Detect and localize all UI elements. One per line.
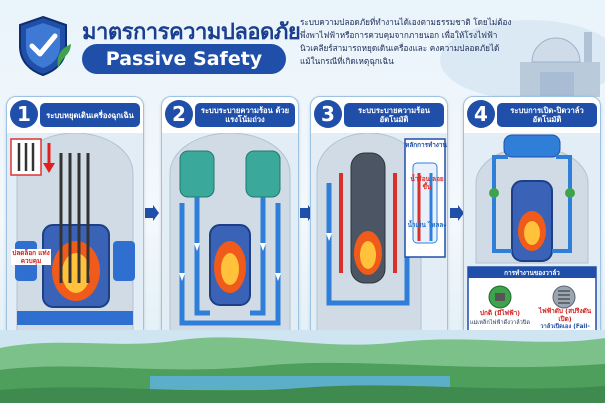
next-step-arrow-icon [450, 205, 464, 221]
panel-gravity-cooling: 2 ระบบระบายความร้อน ด้วยแรงโน้มถ่วง [161, 96, 299, 338]
panel-header: 2 ระบบระบายความร้อน ด้วยแรงโน้มถ่วง [162, 97, 298, 133]
step-label: ระบบหยุดเดินเครื่องฉุกเฉิน [40, 103, 140, 127]
step-label: ระบบระบายความร้อน ด้วยแรงโน้มถ่วง [195, 103, 295, 127]
valve-box-title: การทำงานของวาล์ว [504, 269, 560, 277]
inset-cold-water-label: น้ำเย็น ไหลลง [407, 221, 447, 229]
panel-header: 3 ระบบระบายความร้อน อัตโนมัติ [311, 97, 447, 133]
panel-emergency-shutdown: 1 ระบบหยุดเดินเครื่องฉุกเฉิน ปลดล็อก แท่… [6, 96, 144, 338]
inset-hot-water-label: น้ำร้อน ลอยขึ้น [410, 175, 444, 191]
page-description: ระบบความปลอดภัยที่ทำงานได้เองตามธรรมชาติ… [300, 17, 512, 66]
shield-check-icon [19, 15, 71, 77]
step-label: ระบบระบายความร้อน อัตโนมัติ [344, 103, 444, 127]
power-plant-illustration [520, 32, 600, 97]
valve-fail-label: ไฟฟ้าดับ (สปริงดันเปิด) [538, 307, 592, 323]
automatic-valve-illustration [464, 133, 600, 337]
inset-title: หลักการทำงาน [405, 141, 447, 149]
step-number: 3 [314, 100, 342, 128]
panel-automatic-valve: 4 ระบบการเปิด-ปิดวาล์วอัตโนมัติ การทำงาน… [463, 96, 601, 338]
control-rod-callout: ปลดล็อก แท่งควบคุม [11, 249, 51, 265]
panel-natural-circulation: 3 ระบบระบายความร้อน อัตโนมัติ หลักการทำง… [310, 96, 448, 338]
step-number: 4 [467, 100, 495, 128]
panel-header: 4 ระบบการเปิด-ปิดวาล์วอัตโนมัติ [464, 97, 600, 133]
page-title-english: Passive Safety [82, 44, 286, 74]
natural-circulation-illustration [311, 133, 447, 337]
step-number: 2 [165, 100, 193, 128]
panel-header: 1 ระบบหยุดเดินเครื่องฉุกเฉิน [7, 97, 143, 133]
valve-normal-label: ปกติ (มีไฟฟ้า) [479, 309, 521, 317]
reactor-shutdown-illustration [7, 133, 143, 337]
step-label: ระบบการเปิด-ปิดวาล์วอัตโนมัติ [497, 103, 597, 127]
step-number: 1 [10, 100, 38, 128]
valve-normal-note: แม่เหล็กไฟฟ้าดึงวาล์วปิด [470, 320, 530, 326]
landscape-footer [0, 330, 605, 403]
next-step-arrow-icon [145, 205, 159, 221]
gravity-cooling-illustration [162, 133, 298, 337]
page-title-thai: มาตรการความปลอดภัย [82, 20, 301, 45]
